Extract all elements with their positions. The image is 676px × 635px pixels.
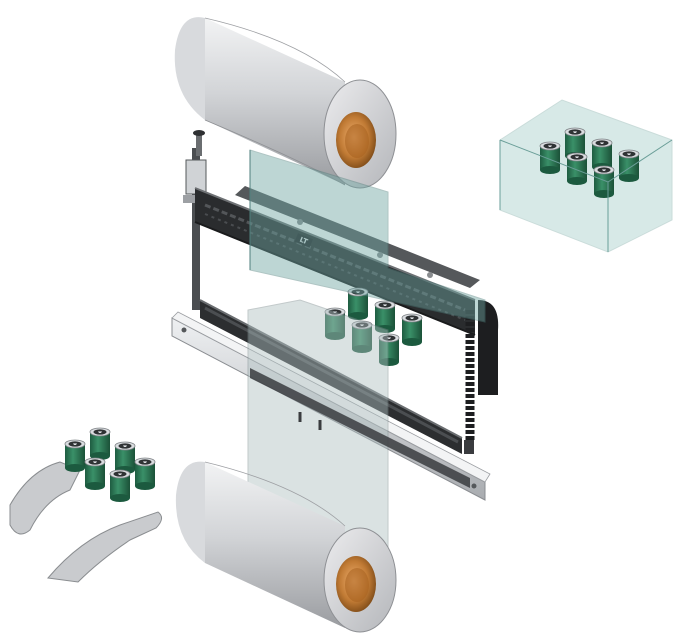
hand-can xyxy=(109,469,131,503)
machine-head-label: LT xyxy=(298,236,309,247)
left-hand-icon xyxy=(9,461,81,535)
hand-can xyxy=(89,427,111,461)
hand-can xyxy=(114,441,136,475)
top-film-roll xyxy=(174,17,397,189)
upper-film-sheet xyxy=(249,149,486,323)
wrapped-six-pack xyxy=(499,99,673,253)
hand-can xyxy=(134,457,156,491)
pack-can xyxy=(618,149,640,183)
pack-can xyxy=(593,165,615,199)
pack-can xyxy=(566,152,588,186)
bottom-film-roll xyxy=(175,461,397,633)
right-hand-icon xyxy=(47,511,162,583)
upper-sealing-head: LT xyxy=(194,186,480,336)
hands-placing-cans xyxy=(9,427,162,583)
machine-can xyxy=(401,313,423,347)
hand-can xyxy=(64,439,86,473)
cable-chain xyxy=(464,300,499,454)
pack-can xyxy=(539,141,561,175)
hand-can xyxy=(84,457,106,491)
front-sealing-rail xyxy=(250,368,470,488)
lower-sealing-bar xyxy=(199,299,463,454)
